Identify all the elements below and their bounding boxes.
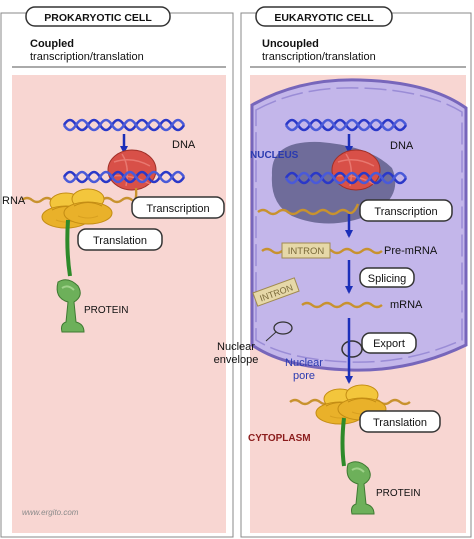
eukaryote-header: EUKARYOTIC CELL bbox=[274, 12, 374, 24]
cytoplasm-label: CYTOPLASM bbox=[248, 433, 311, 444]
nuclear-pore-label-2: pore bbox=[293, 370, 315, 382]
mrna-strand bbox=[301, 301, 383, 309]
watermark: www.ergito.com bbox=[22, 508, 79, 517]
mrna-label: mRNA bbox=[390, 299, 423, 311]
prokaryote-panel: PROKARYOTIC CELL Coupled transcription/t… bbox=[0, 6, 234, 538]
prokaryote-mode-detail: transcription/translation bbox=[30, 51, 144, 63]
prokaryote-header: PROKARYOTIC CELL bbox=[44, 12, 152, 24]
pre-mrna-label: Pre-mRNA bbox=[384, 245, 438, 257]
prokaryote-transcription-callout bbox=[131, 196, 225, 219]
export-callout bbox=[361, 332, 417, 354]
prokaryote-rna-label: RNA bbox=[2, 195, 26, 207]
nuclear-envelope-inner bbox=[255, 87, 463, 363]
nuclear-pore-label-1: Nuclear bbox=[285, 357, 323, 369]
prokaryote-cell bbox=[12, 75, 226, 533]
nuclear-envelope-pointer-ring bbox=[273, 321, 293, 335]
eukaryote-mode: Uncoupled bbox=[262, 38, 319, 50]
nuclear-envelope-label-1: Nuclear bbox=[217, 341, 255, 353]
prokaryote-dna-label: DNA bbox=[172, 139, 196, 151]
eukaryote-panel: EUKARYOTIC CELL Uncoupled transcription/… bbox=[214, 6, 472, 538]
eukaryote-transcription-callout bbox=[359, 199, 453, 222]
eukaryote-polypeptide bbox=[340, 417, 346, 467]
splicing-label: Splicing bbox=[368, 273, 407, 285]
prokaryote-polypeptide bbox=[65, 219, 72, 277]
eukaryote-translation-callout bbox=[359, 410, 441, 433]
prokaryote-transcription-label: Transcription bbox=[146, 203, 209, 215]
intron-box bbox=[281, 242, 331, 259]
nuclear-envelope-label-2: envelope bbox=[214, 354, 259, 366]
intron-label: INTRON bbox=[288, 246, 325, 257]
eukaryote-header-box bbox=[255, 6, 393, 27]
eukaryote-mode-detail: transcription/translation bbox=[262, 51, 376, 63]
nuclear-pore-ring bbox=[341, 340, 363, 358]
eukaryote-translation-label: Translation bbox=[373, 417, 427, 429]
prokaryote-rna-polymerase bbox=[107, 149, 157, 191]
eukaryote-dna-label: DNA bbox=[390, 140, 414, 152]
splicing-callout bbox=[359, 267, 415, 288]
prokaryote-header-box bbox=[25, 6, 171, 27]
prokaryote-translation-label: Translation bbox=[93, 235, 147, 247]
eukaryote-transcription-label: Transcription bbox=[374, 206, 437, 218]
prokaryote-protein-label: PROTEIN bbox=[84, 305, 128, 316]
export-label: Export bbox=[373, 338, 405, 350]
nucleus-label: NUCLEUS bbox=[250, 150, 299, 161]
prokaryote-translation-callout bbox=[77, 228, 163, 251]
eukaryote-protein-label: PROTEIN bbox=[376, 488, 420, 499]
nuclear-envelope-pointer bbox=[265, 331, 277, 342]
eukaryote-nascent-rna bbox=[257, 203, 360, 216]
prokaryote-mode: Coupled bbox=[30, 38, 74, 50]
